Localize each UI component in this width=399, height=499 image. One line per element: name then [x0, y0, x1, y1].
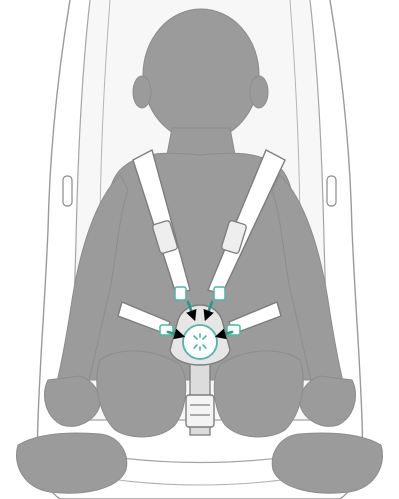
- left-shoulder-tongue: [175, 287, 186, 300]
- baby-left-leg: [97, 351, 186, 437]
- baby-right-ear: [250, 76, 268, 108]
- crotch-adjuster: [186, 395, 214, 427]
- baby-left-hand: [44, 376, 100, 426]
- baby-right-foot: [272, 433, 382, 493]
- baby-left-ear: [133, 76, 151, 108]
- baby-right-hand: [300, 376, 356, 426]
- baby-right-leg: [214, 351, 303, 437]
- buckle-release-button: [183, 325, 217, 359]
- left-side-latch: [63, 176, 72, 206]
- baby-head: [143, 9, 259, 141]
- right-side-latch: [327, 176, 336, 206]
- baby-left-foot: [16, 433, 126, 493]
- right-shoulder-tongue: [214, 287, 225, 300]
